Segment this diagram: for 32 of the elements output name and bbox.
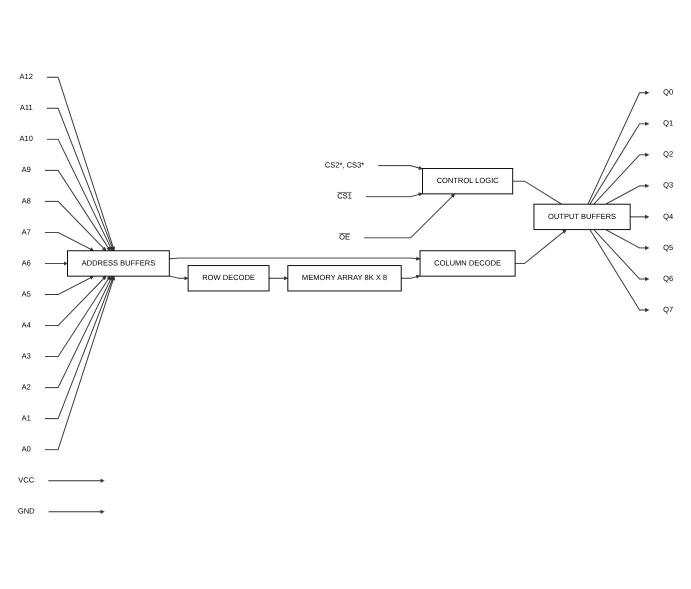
arrow xyxy=(44,232,94,251)
arrow xyxy=(589,229,650,312)
arrow xyxy=(44,261,68,266)
arrow xyxy=(44,200,106,251)
arrow xyxy=(587,90,650,205)
arrow xyxy=(378,165,423,170)
arrow xyxy=(44,276,94,295)
arrow xyxy=(44,276,114,420)
arrow xyxy=(605,184,650,205)
arrow xyxy=(44,276,106,326)
arrow xyxy=(168,276,188,280)
arrow xyxy=(268,276,288,280)
arrow xyxy=(589,122,650,205)
arrow xyxy=(44,276,116,450)
arrow xyxy=(48,510,104,514)
arrow xyxy=(44,170,110,251)
connector xyxy=(512,180,562,205)
arrow xyxy=(364,194,455,238)
arrow xyxy=(365,192,423,198)
arrow xyxy=(44,276,112,388)
arrow xyxy=(44,276,110,358)
arrow xyxy=(593,229,650,282)
arrow xyxy=(48,478,104,483)
arrow xyxy=(46,76,116,251)
arrow xyxy=(605,229,650,250)
arrow xyxy=(46,108,114,251)
arrow xyxy=(514,229,567,264)
arrow xyxy=(46,138,112,251)
arrow xyxy=(168,256,420,261)
arrow xyxy=(593,152,650,205)
arrow xyxy=(630,214,650,219)
arrow xyxy=(400,274,420,279)
